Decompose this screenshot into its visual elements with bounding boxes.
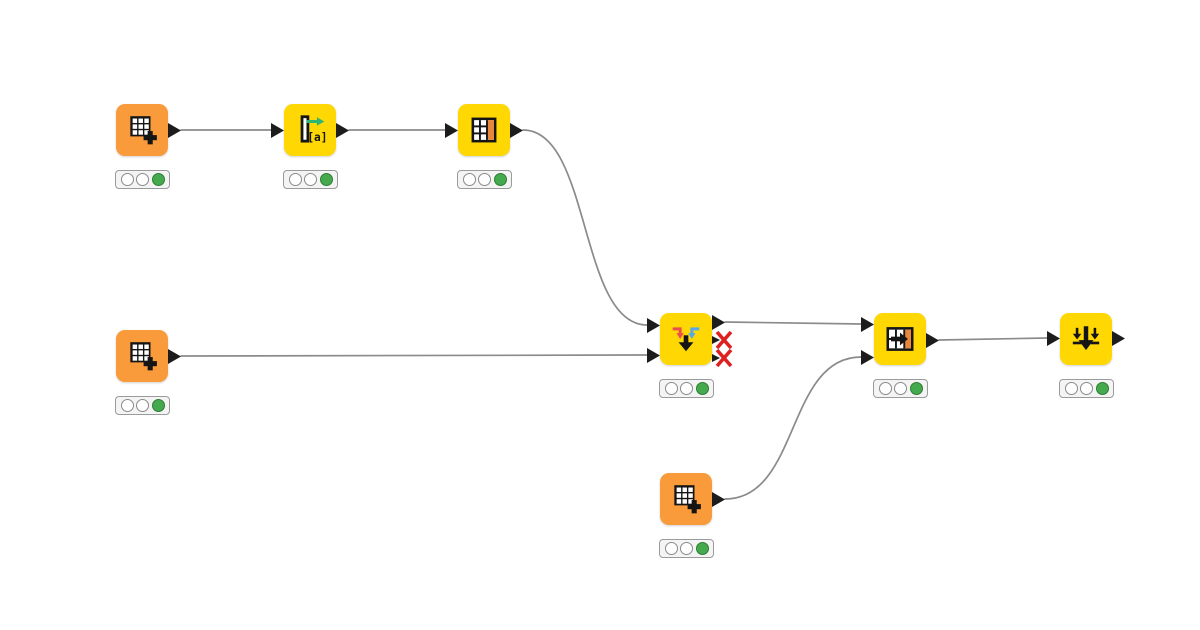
status-light-red: [1064, 382, 1078, 395]
status-traffic-light: [659, 539, 714, 558]
status-traffic-light: [1059, 379, 1114, 398]
status-light-green: [909, 382, 923, 395]
output-port[interactable]: [1112, 330, 1125, 346]
status-traffic-light: [659, 379, 714, 398]
column-rename-icon: [a]: [300, 115, 327, 144]
status-light-green: [695, 382, 709, 395]
column-filter-icon: [471, 117, 497, 143]
status-light-yellow: [1080, 382, 1093, 395]
concatenate-icon: [672, 327, 700, 352]
status-light-red: [664, 382, 678, 395]
disabled-port-x-icon: [712, 330, 733, 350]
input-port[interactable]: [861, 316, 874, 332]
disabled-port-x-icon: [712, 348, 733, 368]
status-light-red: [878, 382, 892, 395]
status-traffic-light: [873, 379, 928, 398]
input-port[interactable]: [647, 347, 660, 363]
status-traffic-light: [115, 170, 170, 189]
input-port[interactable]: [861, 349, 874, 365]
output-port[interactable]: [712, 314, 725, 330]
node-column-appender[interactable]: [874, 313, 926, 365]
status-light-yellow: [136, 399, 149, 412]
status-light-yellow: [894, 382, 907, 395]
status-traffic-light: [457, 170, 512, 189]
status-light-green: [151, 173, 165, 186]
output-port[interactable]: [510, 122, 523, 138]
status-light-red: [288, 173, 302, 186]
status-light-yellow: [304, 173, 317, 186]
output-port[interactable]: [168, 348, 181, 364]
connection-edge[interactable]: [938, 337, 1048, 341]
node-table-creator-1[interactable]: [116, 104, 168, 156]
status-light-green: [1095, 382, 1109, 395]
status-traffic-light: [115, 396, 170, 415]
output-port[interactable]: [926, 332, 939, 348]
table-plus-icon: [130, 116, 157, 145]
connection-edge[interactable]: [724, 321, 862, 325]
output-port[interactable]: [168, 122, 181, 138]
column-appender-icon: [886, 327, 914, 351]
table-plus-icon: [130, 342, 157, 371]
node-table-creator-3[interactable]: [660, 473, 712, 525]
sorter-icon: [1072, 326, 1100, 351]
input-port[interactable]: [271, 122, 284, 138]
node-column-rename[interactable]: [a]: [284, 104, 336, 156]
connection-edge[interactable]: [724, 356, 862, 500]
table-plus-icon: [674, 485, 701, 514]
bracket-a-label: [a]: [307, 131, 327, 144]
input-port[interactable]: [647, 317, 660, 333]
input-port[interactable]: [1047, 330, 1060, 346]
status-light-green: [493, 173, 507, 186]
node-table-creator-2[interactable]: [116, 330, 168, 382]
status-light-yellow: [680, 542, 693, 555]
output-port[interactable]: [712, 491, 725, 507]
status-light-red: [462, 173, 476, 186]
status-light-yellow: [680, 382, 693, 395]
status-traffic-light: [283, 170, 338, 189]
status-light-red: [120, 399, 134, 412]
status-light-green: [151, 399, 165, 412]
node-column-filter[interactable]: [458, 104, 510, 156]
connection-edge[interactable]: [522, 129, 648, 326]
output-port[interactable]: [336, 122, 349, 138]
node-sorter[interactable]: [1060, 313, 1112, 365]
status-light-green: [319, 173, 333, 186]
input-port[interactable]: [445, 122, 458, 138]
node-concatenate[interactable]: [660, 313, 712, 365]
connection-edge[interactable]: [180, 354, 648, 357]
status-light-red: [120, 173, 134, 186]
status-light-red: [664, 542, 678, 555]
status-light-yellow: [478, 173, 491, 186]
status-light-green: [695, 542, 709, 555]
status-light-yellow: [136, 173, 149, 186]
